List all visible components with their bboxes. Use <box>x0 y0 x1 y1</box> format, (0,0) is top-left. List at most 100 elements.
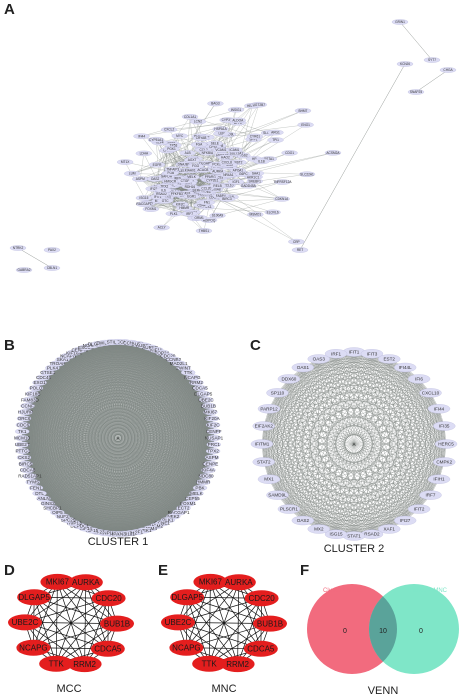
gene-label: CDKN1A <box>275 197 289 201</box>
gene-node: RACGAP1 <box>135 201 153 207</box>
gene-label: CYP2E1 <box>206 178 218 182</box>
gene-node: SLC22A1 <box>298 171 316 177</box>
gene-label: CXCL10 <box>221 184 233 188</box>
network-edge <box>206 198 282 203</box>
gene-node: FN1 <box>198 199 216 206</box>
gene-node: BHMT <box>294 108 312 114</box>
gene-label: CPS1 <box>209 145 218 149</box>
gene-node: SNAP25 <box>407 89 425 95</box>
network-edge <box>161 207 185 228</box>
gene-label: FGA <box>196 143 203 147</box>
gene-label: BST2 <box>234 160 242 164</box>
gene-node: IL6 <box>155 187 172 193</box>
network-edge <box>415 69 449 93</box>
gene-label: CHGA <box>443 68 453 72</box>
gene-label: TNFAIP3 <box>166 167 179 171</box>
gene-node: ACLY <box>153 224 170 231</box>
gene-node: BIRC3 <box>218 196 236 202</box>
gene-node: LCN2 <box>189 118 207 125</box>
gene-node: GABRA2 <box>15 267 33 273</box>
gene-label: IFI44 <box>138 134 145 138</box>
gene-node: CRP <box>288 238 305 245</box>
gene-node: IFI44 <box>133 133 150 139</box>
gene-label: GRIN1 <box>395 20 405 24</box>
gene-node: CTGF <box>176 178 194 184</box>
gene-node: TNFAIP3 <box>164 166 181 172</box>
gene-label: GSTA1 <box>264 157 274 161</box>
gene-label: IRF9 <box>174 177 181 181</box>
gene-label: CCL20 <box>201 186 211 190</box>
gene-label: ICAM1 <box>230 148 240 152</box>
gene-label: SELE <box>211 141 219 145</box>
gene-node: ELOVL6 <box>264 209 281 216</box>
gene-label: RET <box>297 248 303 252</box>
gene-label: ACSM2A <box>326 151 340 155</box>
gene-label: IFIT1 <box>154 195 162 199</box>
gene-node: IGF1 <box>227 179 245 185</box>
gene-node: IRF7 <box>181 210 198 217</box>
gene-label: G6PC <box>239 172 248 176</box>
gene-node: PFKFB3 <box>168 190 185 197</box>
gene-node: ALDOA <box>229 117 246 124</box>
gene-node: IL1B <box>253 158 270 165</box>
gene-node: BAG3 <box>207 100 224 107</box>
gene-label: PGK1 <box>167 147 176 151</box>
gene-node: INSIG1 <box>227 106 245 113</box>
panel-b-letter: B <box>4 337 15 354</box>
gene-label: ISG15 <box>139 196 148 200</box>
gene-node: COL1A1 <box>181 113 199 120</box>
panel-a-nodes: CDK1CCNB1CCNA2BUB1AURKAAURKBKIF11TOP2ACD… <box>9 19 457 273</box>
gene-label: AGXT <box>188 158 197 162</box>
gene-label: FOXM1 <box>145 207 156 211</box>
gene-node: HAO2 <box>217 154 234 161</box>
gene-node: S100A9 <box>209 212 226 219</box>
gene-label: DLGAP5 <box>199 161 212 165</box>
gene-label: BHMT <box>298 109 307 113</box>
gene-label: AURKA <box>212 170 224 174</box>
gene-node: HSPA1A <box>212 126 229 132</box>
gene-node: KCNJ6 <box>396 61 414 67</box>
gene-label: HMMR <box>179 206 190 210</box>
gene-label: SLC22A1 <box>300 172 314 176</box>
gene-label: IL1B <box>258 159 265 163</box>
gene-label: EGFR <box>153 163 163 167</box>
gene-node: GADD45A <box>240 182 257 189</box>
gene-node: OTC <box>157 198 174 204</box>
gene-label: SULT2A1 <box>230 151 244 155</box>
gene-label: RACGAP1 <box>136 202 151 206</box>
gene-node: MT1X <box>116 159 134 165</box>
gene-label: THBS1 <box>199 229 210 233</box>
gene-node: RDH16 <box>181 183 199 190</box>
gene-node: CDKN1A <box>273 196 290 202</box>
gene-node: FOXM1 <box>142 206 159 212</box>
gene-label: CYR61 <box>250 134 261 138</box>
gene-label: ARG1 <box>271 131 280 135</box>
gene-label: ALDOA <box>232 118 244 122</box>
gene-label: ORM1 <box>195 216 204 220</box>
gene-node: AGXT <box>183 157 201 163</box>
gene-label: CXCL8 <box>222 160 233 164</box>
gene-label: KIF2C <box>176 202 186 206</box>
gene-node: THBS1 <box>195 228 213 234</box>
gene-node: LUM <box>124 170 141 177</box>
gene-label: ALB <box>185 151 191 155</box>
gene-node: SYT7 <box>423 57 441 63</box>
network-edge <box>143 153 174 214</box>
network-edge <box>169 122 238 130</box>
gene-node: TNFRSF12A <box>273 179 292 185</box>
gene-node: ISG15 <box>135 195 153 201</box>
gene-label: NR4A1 <box>223 173 234 177</box>
network-edge <box>299 63 406 251</box>
gene-label: BAG3 <box>211 102 220 106</box>
gene-label: FABP4 <box>216 194 226 198</box>
gene-label: OTC <box>162 199 169 203</box>
gene-label: GABRA2 <box>18 268 31 272</box>
gene-label: KLF4 <box>156 141 164 145</box>
gene-label: EZH2 <box>190 190 198 194</box>
gene-label: CTGF <box>181 179 190 183</box>
gene-label: PPARG <box>205 175 216 179</box>
gene-label: RELB <box>213 184 221 188</box>
gene-node: ALB <box>179 150 196 156</box>
network-edge <box>141 120 238 137</box>
gene-label: KIAA0101 <box>185 169 200 173</box>
